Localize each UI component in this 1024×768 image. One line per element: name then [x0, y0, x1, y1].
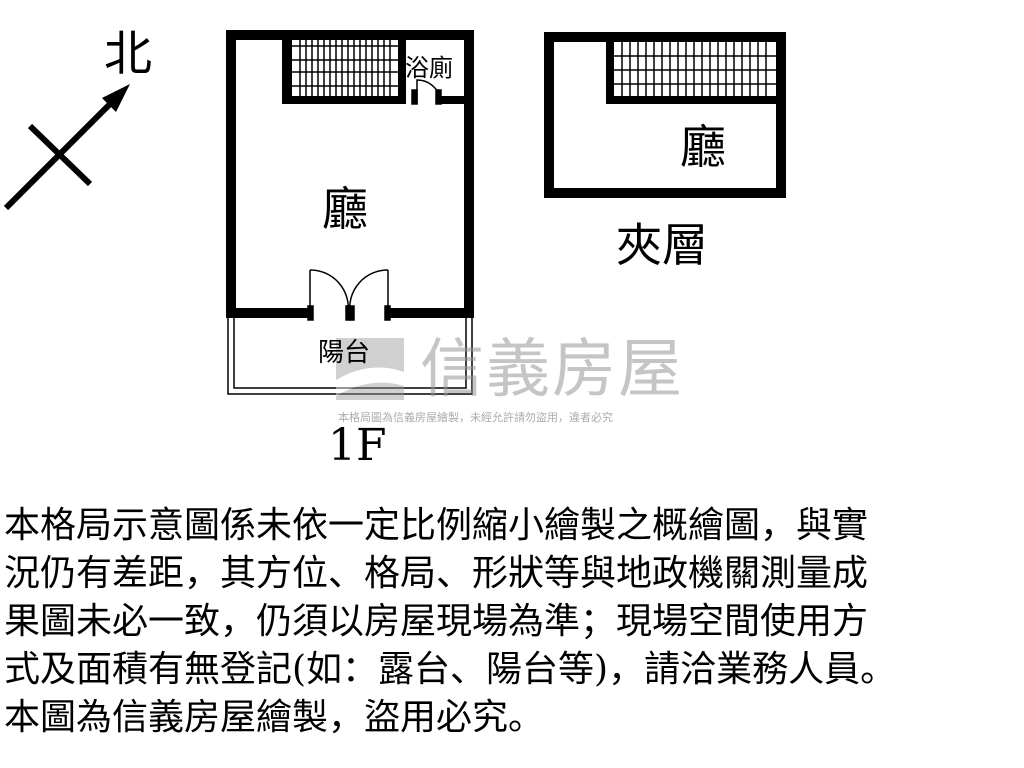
disclaimer-line: 式及面積有無登記(如：露台、陽台等)，請洽業務人員。 — [4, 649, 897, 690]
room-label-hall-1f: 廳 — [322, 182, 368, 236]
floor-label-1f: 1F — [328, 420, 387, 471]
room-label-bathroom: 浴廁 — [405, 54, 453, 82]
floor-1f-walls — [226, 30, 474, 318]
disclaimer-line: 況仍有差距，其方位、格局、形狀等與地政機關測量成 — [4, 553, 869, 594]
floor-plan-drawing — [3, 30, 786, 400]
disclaimer-line: 本圖為信義房屋繪製，盜用必究。 — [4, 697, 545, 738]
disclaimer-line: 本格局示意圖係未依一定比例縮小繪製之概繪圖，與實 — [4, 505, 869, 546]
mezzanine-stairs — [614, 42, 776, 96]
floor-1f-stairs — [292, 40, 398, 96]
disclaimer-text: 本格局示意圖係未依一定比例縮小繪製之概繪圖，與實 況仍有差距，其方位、格局、形狀… — [4, 502, 1020, 742]
bathroom-door-icon — [411, 79, 442, 105]
watermark-logo-icon — [336, 338, 404, 400]
disclaimer-line: 果圖未必一致，仍須以房屋現場為準；現場空間使用方 — [4, 601, 869, 642]
entry-double-door-icon — [307, 269, 391, 321]
north-arrow-icon — [3, 95, 119, 211]
floor-label-mezzanine: 夾層 — [616, 218, 708, 272]
balcony-railing — [227, 318, 473, 395]
mezzanine-walls — [544, 32, 786, 198]
room-label-balcony: 陽台 — [318, 338, 371, 368]
watermark-brand: 信義房屋 — [420, 333, 684, 407]
watermark-note: 本格局圖為信義房屋繪製，未經允許請勿盜用，違者必究 — [338, 411, 613, 424]
north-label: 北 — [104, 26, 153, 82]
room-label-hall-mezzanine: 廳 — [680, 120, 726, 174]
north-arrowhead-icon — [102, 84, 130, 112]
